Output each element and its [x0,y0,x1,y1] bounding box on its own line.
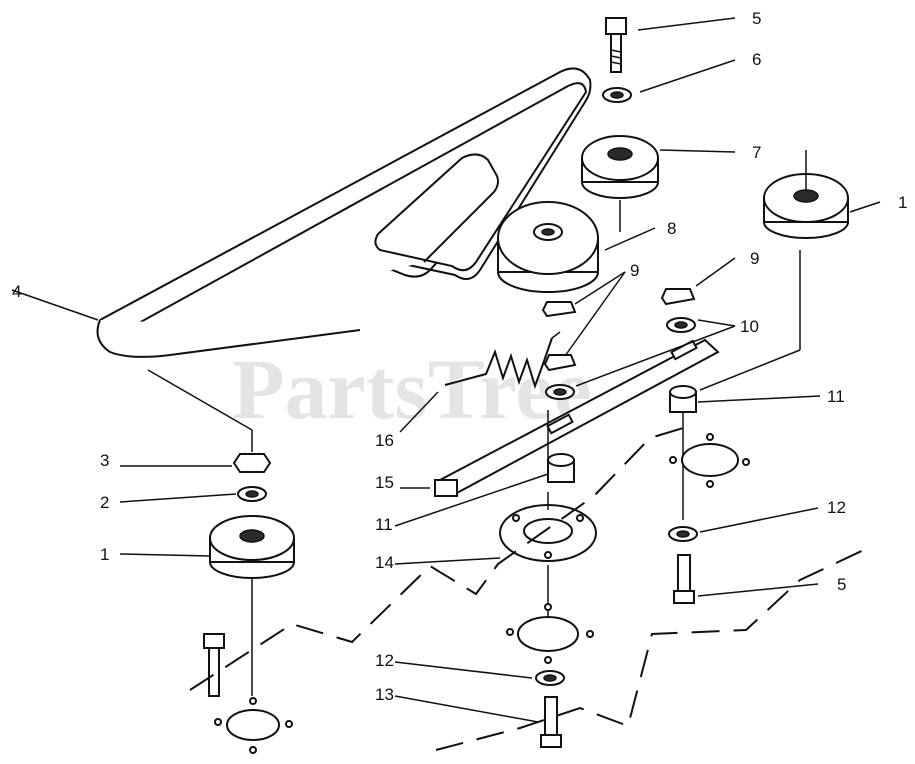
spring-16 [444,331,561,390]
deck-hole-right [669,433,750,488]
callout-9-right: 9 [750,249,759,268]
callout-14: 14 [375,553,394,572]
callout-7: 7 [752,143,761,162]
callout-12-bottom: 12 [375,651,394,670]
callout-3: 3 [100,451,109,470]
callout-1-left: 1 [100,545,109,564]
callout-8: 8 [667,219,676,238]
bolt-13 [540,696,562,748]
deck-outline-dashed [189,425,869,751]
callout-11-right: 11 [827,387,845,406]
callout-10: 10 [740,317,759,336]
callout-16: 16 [375,431,394,450]
leader-lines [11,17,881,723]
drive-pulley-8 [497,201,599,293]
callout-11-left: 11 [375,515,393,534]
callout-2: 2 [100,493,109,512]
bushing-11-right [669,385,697,520]
top-bolt [605,17,627,73]
deck-hole-left [214,697,293,754]
washer-2 [237,486,267,502]
callout-12-right: 12 [827,498,846,517]
bolt-5-right [673,554,695,604]
nut-3 [147,369,272,473]
washer-10 [545,317,696,400]
callout-9-left: 9 [630,261,639,280]
callout-15: 15 [375,473,394,492]
deck-hole-center [506,603,594,664]
callout-5-top: 5 [752,9,761,28]
idler-arm-15 [434,338,720,497]
washer-12-right [668,526,698,542]
right-pulley-1 [763,150,849,239]
washer-12-bottom [535,670,565,686]
callout-5-bottom: 5 [837,575,846,594]
idler-pulley-7 [581,135,659,232]
bushing-11-left [547,453,575,483]
nut-9-center [541,301,577,372]
bolt-left [203,633,225,697]
callout-6: 6 [752,50,761,69]
callout-13: 13 [375,685,394,704]
callout-4: 4 [12,282,21,301]
drive-belt [96,67,592,358]
left-pulley-1 [209,515,295,696]
nut-9-right [660,288,696,306]
callout-1-right: 1 [898,193,907,212]
top-washer [602,87,632,103]
